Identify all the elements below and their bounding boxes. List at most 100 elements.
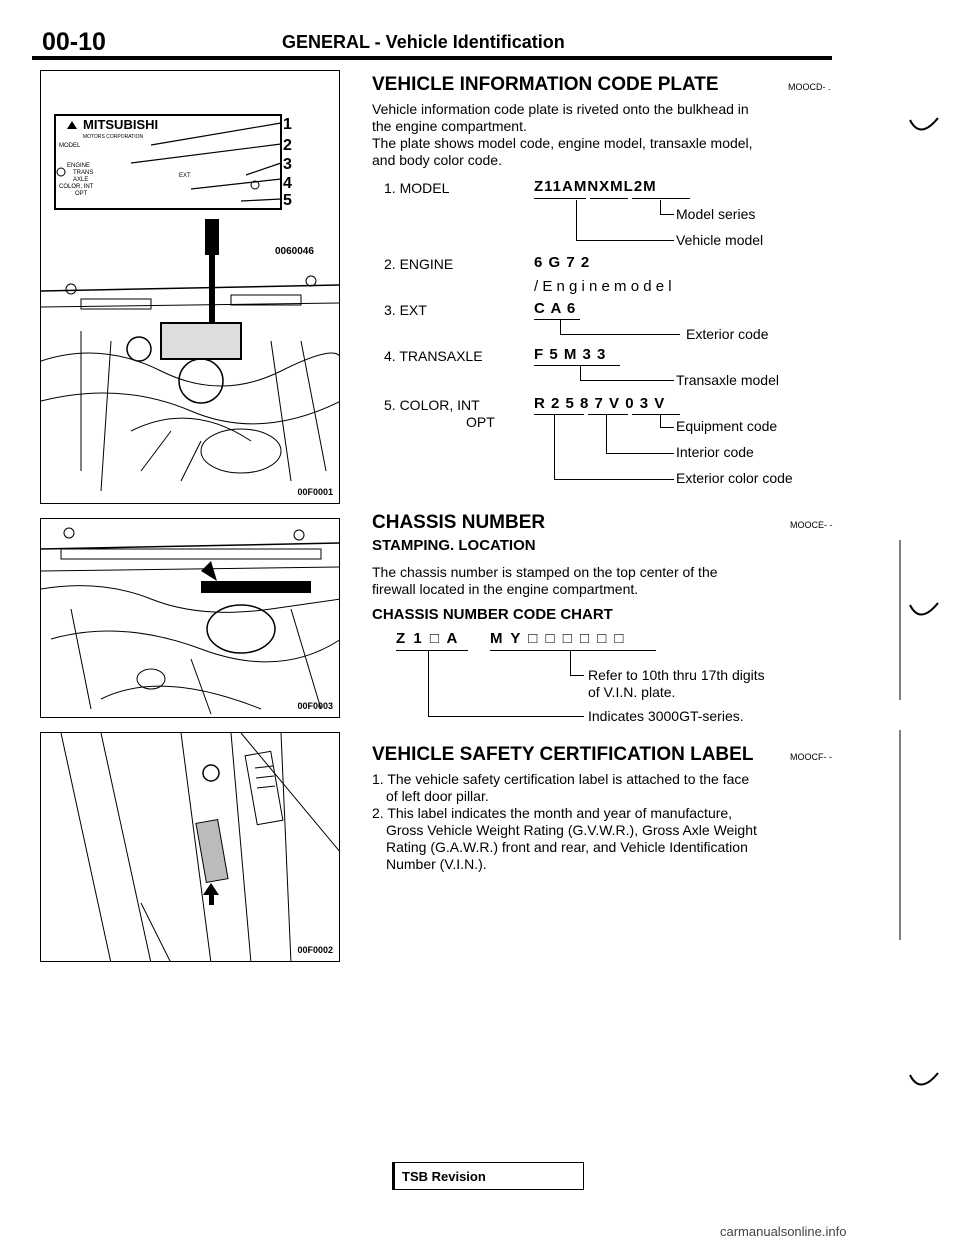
tree-line — [554, 479, 674, 480]
underline — [632, 198, 690, 199]
plate-label-ext: EXT — [179, 173, 191, 179]
tree-line — [560, 320, 561, 334]
underline — [534, 414, 584, 415]
figure-code: 0060046 — [275, 246, 314, 257]
code-transaxle: F 5 M 3 3 — [534, 346, 607, 363]
item-label-color: 5. COLOR, INT — [384, 397, 480, 413]
item-label-model: 1. MODEL — [384, 180, 450, 196]
paragraph-line: Vehicle information code plate is rivete… — [372, 101, 749, 117]
code-model: Z11AMNXML2M — [534, 178, 657, 195]
paragraph-line: Gross Vehicle Weight Rating (G.V.W.R.), … — [386, 822, 757, 838]
chart-title: CHASSIS NUMBER CODE CHART — [372, 606, 613, 623]
plate-label-model: MODEL — [59, 143, 81, 149]
underline — [632, 414, 680, 415]
plate-label-color: COLOR, INT — [59, 184, 94, 190]
paragraph-line: 2. This label indicates the month and ye… — [372, 805, 733, 821]
tree-line — [428, 651, 429, 716]
desc-model-series: Model series — [676, 206, 756, 222]
section-title-code-plate: VEHICLE INFORMATION CODE PLATE — [372, 74, 719, 95]
callout-1: 1 — [283, 116, 292, 133]
paragraph-line: of left door pillar. — [386, 788, 489, 804]
underline — [588, 414, 628, 415]
footer-box — [392, 1162, 584, 1190]
tree-line — [580, 366, 581, 380]
tree-line — [606, 453, 674, 454]
paragraph-line: the engine compartment. — [372, 118, 527, 134]
figure-code: 00F0001 — [297, 487, 333, 497]
figure-chassis-location: 00F0003 — [40, 518, 340, 718]
tree-line — [660, 415, 661, 427]
code-engine: 6 G 7 2 — [534, 254, 591, 271]
plate-brand-sub: MOTORS CORPORATION — [83, 134, 143, 140]
section-code: MOOCD- . — [788, 82, 831, 92]
plate-label-trans: TRANS — [73, 170, 93, 176]
plate-label-engine: ENGINE — [67, 163, 90, 169]
paragraph-line: The plate shows model code, engine model… — [372, 135, 753, 151]
tree-line — [428, 716, 584, 717]
desc-engine-model: / E n g i n e m o d e l — [534, 278, 672, 295]
callout-5: 5 — [283, 192, 292, 209]
underline — [490, 650, 656, 651]
figure-code: 00F0002 — [297, 945, 333, 955]
figure-code-plate: MITSUBISHI MOTORS CORPORATION MODEL ENGI… — [40, 70, 340, 504]
desc-3000gt: Indicates 3000GT-series. — [588, 708, 744, 724]
underline — [534, 365, 620, 366]
desc-equipment-code: Equipment code — [676, 418, 778, 434]
margin-marks — [899, 117, 939, 1086]
code-color: R 2 5 8 7 V 0 3 V — [534, 395, 666, 412]
item-label-engine: 2. ENGINE — [384, 256, 454, 272]
watermark: carmanualsonline.info — [720, 1224, 847, 1239]
code-ext: C A 6 — [534, 300, 577, 317]
callout-3: 3 — [283, 156, 292, 173]
underline — [534, 319, 580, 320]
desc-refer-digits: Refer to 10th thru 17th digits — [588, 667, 765, 683]
paragraph-line: firewall located in the engine compartme… — [372, 581, 639, 597]
chassis-code-part2: M Y □ □ □ □ □ □ — [490, 630, 626, 647]
desc-exterior-code: Exterior code — [686, 326, 769, 342]
tree-line — [576, 200, 577, 240]
page-number: 00-10 — [42, 28, 106, 56]
tree-line — [570, 675, 584, 676]
tree-line — [580, 380, 674, 381]
item-label-opt: OPT — [466, 414, 495, 430]
figure-door-pillar: 00F0002 — [40, 732, 340, 962]
callout-4: 4 — [283, 175, 292, 192]
tree-line — [576, 240, 674, 241]
item-label-ext: 3. EXT — [384, 302, 427, 318]
plate-brand: MITSUBISHI — [83, 117, 158, 132]
desc-exterior-color-code: Exterior color code — [676, 470, 793, 486]
section-code: MOOCF- - — [790, 752, 832, 762]
underline — [590, 198, 628, 199]
paragraph-line: Number (V.I.N.). — [386, 856, 487, 872]
tree-line — [660, 214, 674, 215]
plate-label-opt: OPT — [75, 191, 88, 197]
paragraph-line: The chassis number is stamped on the top… — [372, 564, 718, 580]
paragraph-line: 1. The vehicle safety certification labe… — [372, 771, 750, 787]
chassis-code-part1: Z 1 □ A — [396, 630, 460, 647]
paragraph-line: and body color code. — [372, 152, 502, 168]
section-title-safety-label: VEHICLE SAFETY CERTIFICATION LABEL — [372, 744, 754, 765]
desc-vin-plate: of V.I.N. plate. — [588, 684, 676, 700]
tree-line — [606, 415, 607, 453]
plate-label-axle: AXLE — [73, 177, 88, 183]
tree-line — [560, 334, 680, 335]
tree-line — [660, 427, 674, 428]
underline — [396, 650, 468, 651]
section-title-chassis-number: CHASSIS NUMBER — [372, 512, 546, 533]
tree-line — [660, 200, 661, 214]
subtitle-stamping: STAMPING. LOCATION — [372, 537, 536, 554]
callout-2: 2 — [283, 137, 292, 154]
page-title: GENERAL - Vehicle Identification — [282, 32, 565, 52]
header-rule — [32, 56, 832, 60]
item-label-transaxle: 4. TRANSAXLE — [384, 348, 483, 364]
figure-code: 00F0003 — [297, 701, 333, 711]
desc-transaxle-model: Transaxle model — [676, 372, 779, 388]
paragraph-line: Rating (G.A.W.R.) front and rear, and Ve… — [386, 839, 748, 855]
underline — [534, 198, 586, 199]
desc-vehicle-model: Vehicle model — [676, 232, 764, 248]
footer-label: TSB Revision — [402, 1169, 486, 1184]
tree-line — [554, 415, 555, 479]
desc-interior-code: Interior code — [676, 444, 754, 460]
section-code: MOOCE- - — [790, 520, 833, 530]
tree-line — [570, 651, 571, 675]
